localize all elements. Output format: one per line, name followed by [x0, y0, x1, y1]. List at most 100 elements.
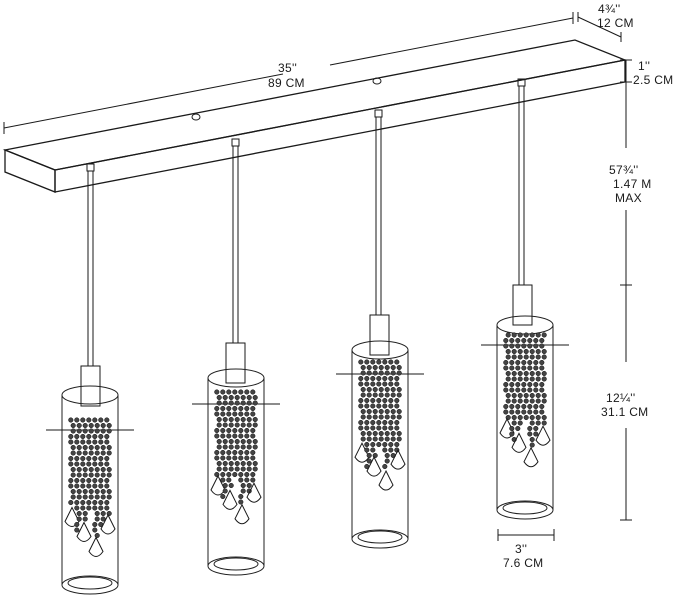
crystal-bead [250, 477, 256, 483]
crystal-bead [250, 455, 256, 461]
crystal-bead [226, 427, 232, 434]
crystal-bead [529, 348, 535, 355]
crystal-bead [376, 403, 382, 409]
crystal-bead [541, 398, 547, 404]
crystal-bead [390, 430, 396, 437]
crystal-bead [529, 436, 535, 443]
crystal-bead [358, 375, 364, 382]
crystal-bead [364, 397, 370, 404]
crystal-bead [358, 425, 364, 431]
crystal-bead [378, 436, 384, 442]
crystal-bead [98, 439, 104, 445]
crystal-bead [80, 455, 86, 462]
crystal-bead [100, 466, 106, 473]
crystal-bead [246, 482, 252, 489]
crystal-bead [82, 444, 88, 451]
crystal-bead [76, 516, 82, 522]
crystal-bead [68, 433, 74, 440]
crystal-bead [226, 477, 232, 483]
crystal-bead [366, 392, 372, 398]
crystal-strands-icon [210, 389, 262, 525]
crystal-bead [228, 438, 234, 445]
crystal-bead [384, 414, 390, 420]
crystal-strands-icon [64, 417, 116, 557]
crystal-bead [509, 337, 515, 344]
crystal-bead [366, 414, 372, 420]
height-cm-label: 2.5 CM [633, 73, 673, 87]
crystal-bead [80, 417, 86, 423]
crystal-bead [394, 359, 400, 365]
crystal-bead [100, 450, 106, 456]
crystal-bead [535, 392, 541, 399]
crystal-bead [100, 494, 106, 500]
crystal-bead [360, 364, 366, 371]
crystal-bead [517, 370, 523, 377]
crystal-bead [382, 381, 388, 387]
crystal-bead [541, 332, 547, 338]
crystal-bead [106, 494, 112, 500]
crystal-bead [74, 505, 80, 511]
crystal-bead [246, 460, 252, 467]
crystal-bead [98, 417, 104, 423]
crystal-bead [394, 397, 400, 404]
crystal-bead [541, 392, 547, 399]
crystal-bead [92, 439, 98, 445]
crystal-bead [505, 354, 511, 360]
crystal-bead [92, 433, 98, 440]
crystal-bead [533, 337, 539, 344]
crystal-bead [388, 381, 394, 387]
crystal-bead [396, 392, 402, 398]
crystal-bead [370, 381, 376, 387]
crystal-strands-icon [499, 332, 551, 468]
crystal-bead [252, 466, 258, 472]
crystal-bead [214, 411, 220, 417]
shade-diameter-cm-label: 7.6 CM [503, 556, 543, 570]
crystal-bead [503, 343, 509, 349]
crystal-bead [220, 405, 226, 412]
crystal-bead [503, 337, 509, 344]
crystal-bead [384, 408, 390, 415]
crystal-bead [252, 460, 258, 467]
crystal-bead [228, 400, 234, 406]
shade-diameter-dimension: 3'' 7.6 CM [497, 529, 555, 570]
crystal-bead [214, 449, 220, 456]
crystal-bead [232, 449, 238, 456]
crystal-bead [533, 431, 539, 437]
crystal-bead [388, 397, 394, 404]
crystal-bead [82, 494, 88, 500]
crystal-bead [238, 449, 244, 456]
crystal-bead [88, 450, 94, 456]
crystal-bead [364, 419, 370, 426]
crystal-bead [220, 455, 226, 461]
crystal-bead [70, 488, 76, 495]
crystal-bead [358, 397, 364, 404]
crystal-bead [244, 389, 250, 395]
crystal-bead [376, 397, 382, 404]
crystal-bead [360, 414, 366, 420]
crystal-bead [244, 405, 250, 412]
crystal-bead [106, 488, 112, 495]
crystal-bead [244, 471, 250, 478]
crystal-bead [358, 419, 364, 426]
crystal-bead [529, 332, 535, 338]
crystal-bead [505, 376, 511, 382]
crystal-bead [517, 414, 523, 421]
crystal-bead [396, 436, 402, 442]
crystal-bead [98, 461, 104, 467]
crystal-bead [370, 419, 376, 426]
crystal-bead [539, 343, 545, 349]
crystal-bead [539, 409, 545, 415]
crystal-bead [228, 460, 234, 467]
crystal-bead [222, 416, 228, 423]
crystal-bead [541, 370, 547, 377]
crystal-bead [382, 463, 388, 470]
depth-inches-label: 4¾'' [598, 2, 620, 16]
crystal-bead [226, 455, 232, 461]
crystal-bead [539, 337, 545, 344]
height-inches-label: 1'' [638, 59, 650, 73]
crystal-bead [539, 359, 545, 366]
crystal-bead [378, 370, 384, 376]
crystal-bead [388, 359, 394, 365]
crystal-bead [511, 332, 517, 338]
crystal-bead [80, 483, 86, 489]
